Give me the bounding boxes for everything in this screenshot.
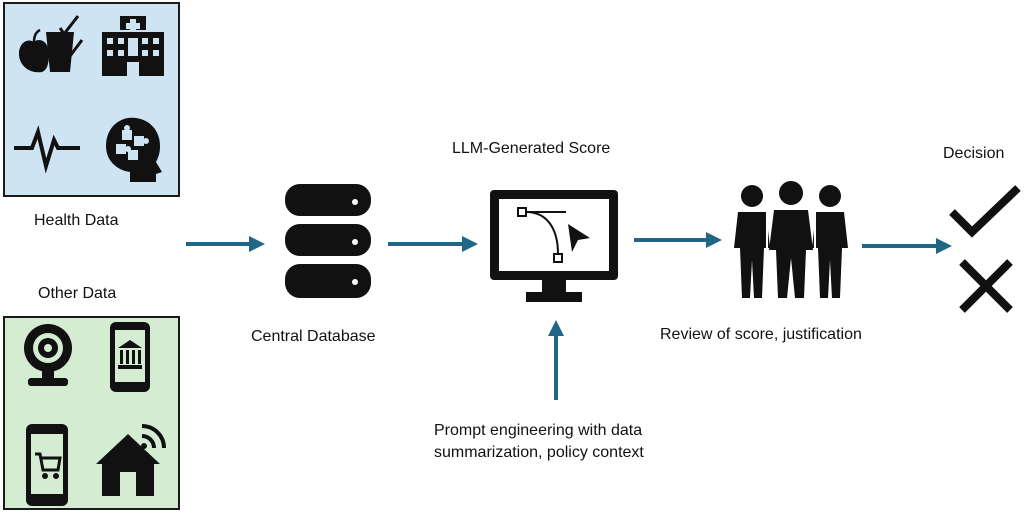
computer-monitor-vector-icon: [490, 190, 618, 302]
apple-nutrition-checklist-icon: [18, 15, 84, 73]
prompt-label-line2: summarization, policy context: [434, 444, 644, 461]
llm-score-label: LLM-Generated Score: [452, 140, 611, 157]
other-data-label: Other Data: [38, 285, 117, 302]
checkmark-icon: [949, 185, 1021, 238]
database-icon: [285, 184, 371, 298]
hospital-icon: [102, 16, 164, 76]
health-data-label: Health Data: [34, 212, 119, 229]
central-database-label: Central Database: [251, 328, 376, 345]
webcam-icon: [24, 324, 72, 386]
brain-puzzle-icon: [106, 117, 162, 182]
smart-home-icon: [96, 424, 166, 496]
decision-label: Decision: [943, 145, 1005, 162]
heartbeat-icon: [14, 125, 80, 174]
x-mark-icon: [959, 259, 1013, 313]
people-group-icon: [734, 181, 848, 298]
mobile-shopping-icon: [26, 424, 68, 506]
mobile-banking-icon: [110, 322, 150, 392]
review-label: Review of score, justification: [660, 326, 862, 343]
prompt-label-line1: Prompt engineering with data: [434, 422, 643, 439]
